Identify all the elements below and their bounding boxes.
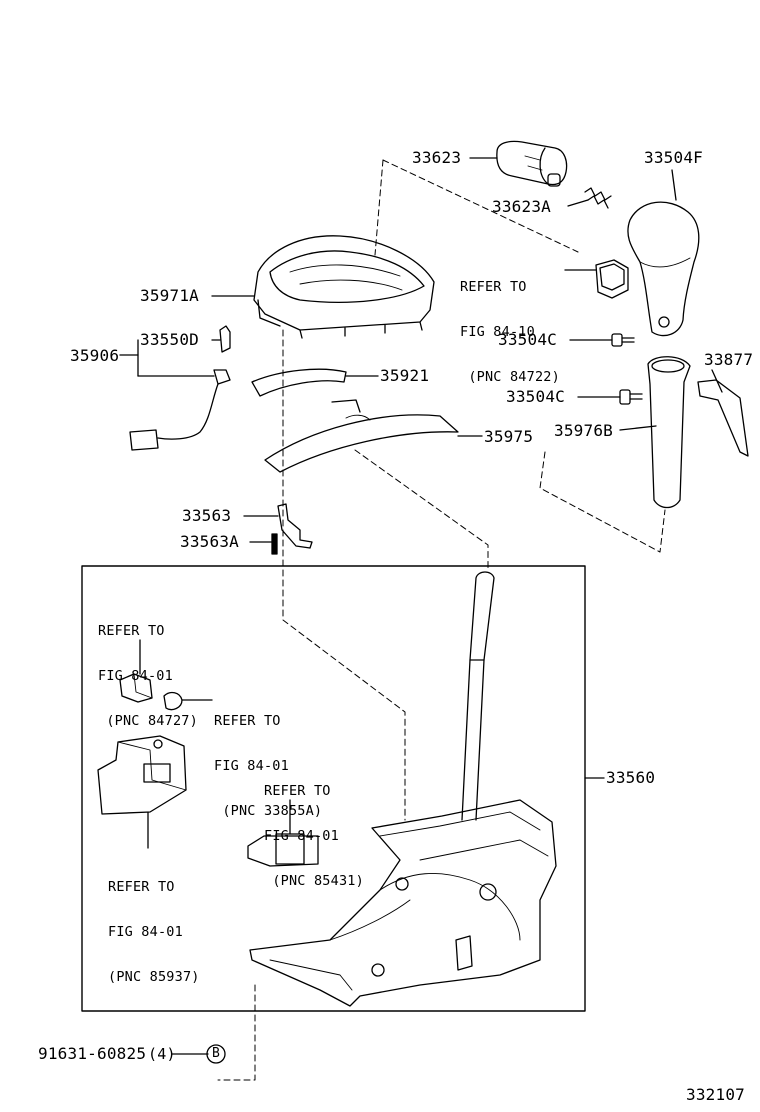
part-33855A: [163, 691, 213, 711]
label-33504C-upper: 33504C: [498, 330, 557, 349]
part-33623A-spring: [567, 187, 612, 209]
ref-line: REFER TO: [108, 879, 175, 895]
label-33560: 33560: [606, 768, 656, 787]
part-33563A-pin: [249, 533, 278, 555]
ref-line: (PNC 33855A): [214, 803, 323, 819]
part-35975-slide: [264, 399, 483, 473]
ref-note-85431: REFER TO FIG 84-01 (PNC 85431): [264, 754, 364, 904]
figure-number: 332107: [686, 1085, 745, 1104]
ref-note-84727: REFER TO FIG 84-01 (PNC 84727): [98, 594, 198, 744]
part-84722-button: [564, 259, 629, 299]
ref-line: (PNC 84727): [98, 713, 198, 729]
dashed-assembly-lines: [217, 159, 666, 1081]
label-33623A: 33623A: [492, 197, 551, 216]
part-35976B-sleeve: [619, 356, 691, 509]
ref-line: FIG 84-01: [214, 758, 289, 774]
b-marker-letter: B: [212, 1046, 221, 1061]
ref-note-84722: REFER TO FIG 84-10 (PNC 84722): [460, 250, 560, 400]
ref-line: FIG 84-01: [264, 828, 339, 844]
label-35906: 35906: [70, 346, 120, 365]
label-33563: 33563: [182, 506, 232, 525]
ref-line: REFER TO: [264, 783, 331, 799]
ref-line: FIG 84-01: [108, 924, 183, 940]
label-35971A: 35971A: [140, 286, 199, 305]
ref-note-85937: REFER TO FIG 84-01 (PNC 85937): [108, 850, 200, 1000]
ref-line: REFER TO: [98, 623, 165, 639]
label-33877: 33877: [704, 350, 754, 369]
ref-line: FIG 84-01: [98, 668, 173, 684]
label-35976B: 35976B: [554, 421, 613, 440]
ref-line: REFER TO: [214, 713, 281, 729]
ref-line: REFER TO: [460, 279, 527, 295]
label-33623: 33623: [412, 148, 462, 167]
part-85431-switch: [247, 799, 319, 867]
part-33563-bracket: [243, 503, 313, 549]
ref-line: (PNC 85431): [264, 873, 364, 889]
label-33550D: 33550D: [140, 330, 199, 349]
part-33504C-screw-upper: [569, 333, 635, 347]
ref-note-33855A: REFER TO FIG 84-01 (PNC 33855A): [214, 684, 322, 834]
ref-line: (PNC 84722): [460, 369, 560, 385]
label-33504F: 33504F: [644, 148, 703, 167]
b-marker: [171, 1044, 226, 1064]
part-35906-harness: [119, 325, 231, 451]
label-33563A: 33563A: [180, 532, 239, 551]
label-33504C-lower: 33504C: [506, 387, 565, 406]
part-33877-tag: [697, 369, 749, 457]
ref-line: (PNC 85937): [108, 969, 200, 985]
label-35921: 35921: [380, 366, 430, 385]
part-33623-button: [469, 140, 568, 187]
label-91631-quantity: (4): [148, 1045, 176, 1063]
part-35921-plate: [251, 368, 379, 397]
part-35971A-cover: [211, 235, 435, 339]
part-84727-connector: [119, 639, 153, 703]
label-35975: 35975: [484, 427, 534, 446]
part-33504F-knob: [627, 169, 700, 337]
part-85937-bracket: [97, 735, 187, 849]
assembly-33560-frame: [81, 565, 586, 1012]
part-33504C-screw-lower: [577, 389, 643, 405]
ref-line: FIG 84-10: [460, 324, 535, 340]
label-91631-60825: 91631-60825: [38, 1044, 147, 1063]
part-33560-shift-lever: [249, 571, 557, 1007]
